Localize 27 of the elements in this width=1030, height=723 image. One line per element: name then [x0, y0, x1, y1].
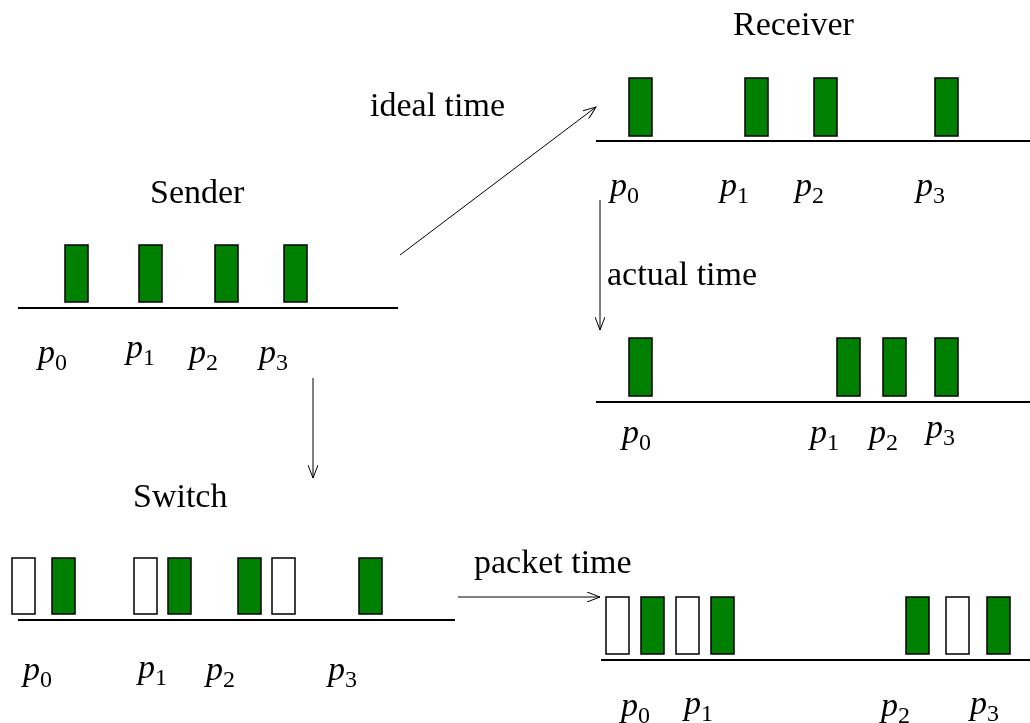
packet-label: p$_{1}$ [810, 412, 839, 452]
packet-label: p$_{0}$ [610, 165, 639, 205]
packet-label: p$_{2}$ [869, 412, 898, 452]
packet-label: p$_{1}$ [138, 647, 167, 687]
packet-label: p$_{0}$ [621, 685, 650, 723]
packet-label: p$_{2}$ [206, 649, 235, 689]
packet-label: p$_{2}$ [881, 685, 910, 723]
packet-label: p$_{3}$ [328, 649, 357, 689]
packet-label: p$_{1}$ [720, 165, 749, 205]
packet-label: p$_{0}$ [23, 649, 52, 689]
packet-label: p$_{3}$ [926, 407, 955, 447]
timeline-title: Switch [133, 476, 228, 516]
packet-label: p$_{3}$ [916, 165, 945, 205]
packet-label: p$_{3}$ [259, 332, 288, 372]
arrow [594, 199, 606, 331]
arrow [399, 106, 597, 256]
timeline-title: Sender [150, 172, 245, 212]
packet-label: p$_{0}$ [622, 412, 651, 452]
timeline-title: Receiver [733, 4, 854, 44]
packet-label: p$_{0}$ [38, 332, 67, 372]
arrow [307, 377, 319, 479]
packet-label: p$_{1}$ [126, 327, 155, 367]
packet-label: p$_{2}$ [795, 165, 824, 205]
packet-label: p$_{1}$ [684, 683, 713, 723]
packet-label: p$_{2}$ [189, 332, 218, 372]
arrow [457, 591, 601, 603]
packet-label: p$_{3}$ [970, 683, 999, 723]
